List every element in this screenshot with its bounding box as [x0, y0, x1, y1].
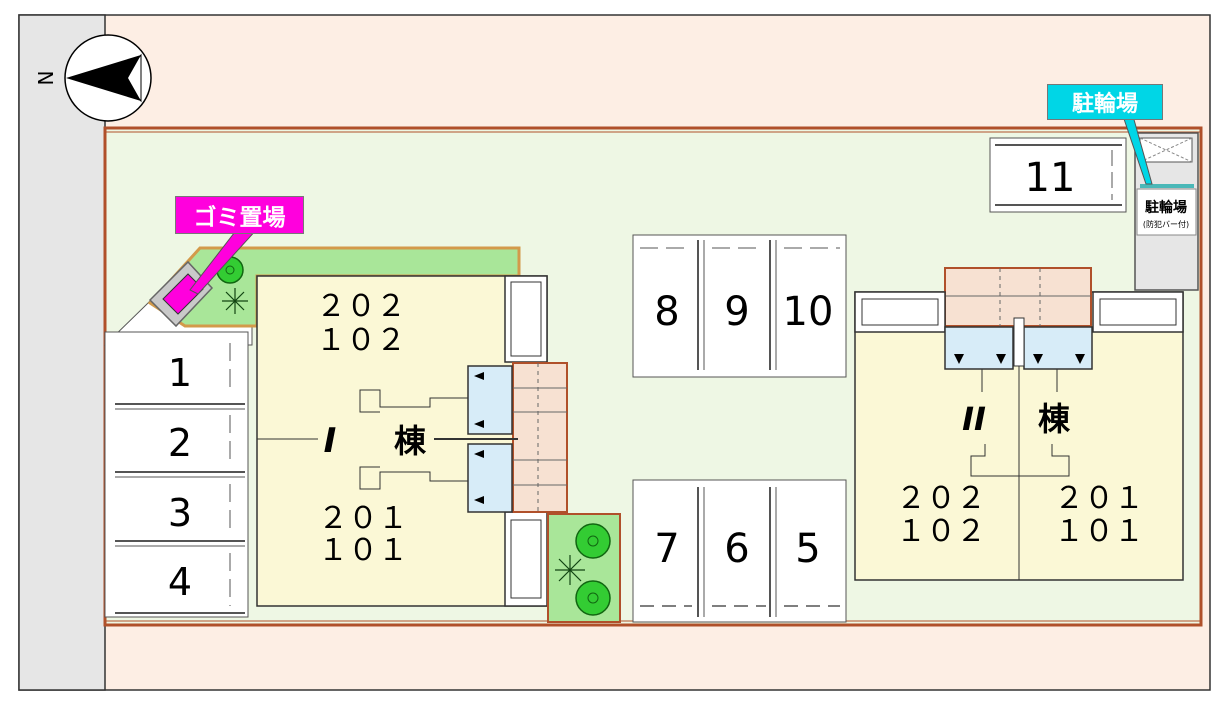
building-2-balcony-east: [1092, 291, 1184, 333]
building-2-entrance-west: [944, 326, 1014, 370]
building-1-unit-102: １０２: [316, 323, 406, 358]
building-2-unit-202: ２０２: [896, 481, 986, 516]
building-1-entrance-south: [467, 443, 513, 513]
shrub-icon: [555, 555, 585, 585]
parking-top-right: [989, 137, 1127, 213]
building-2-unit-101: １０１: [1054, 514, 1144, 549]
building-2-balcony-west: [854, 291, 946, 333]
building-1-numeral: I: [324, 421, 337, 461]
bicycle-shed-title: 駐輪場: [1145, 199, 1187, 216]
building-1-unit-101: １０１: [318, 533, 408, 568]
building-2-unit-102: １０２: [896, 514, 986, 549]
parking-7-label: 7: [654, 526, 679, 572]
parking-11-label: 11: [1025, 155, 1076, 201]
north-letter: N: [34, 71, 58, 86]
parking-8-label: 8: [654, 289, 679, 335]
parking-6-label: 6: [724, 526, 749, 572]
parking-3-label: 3: [168, 491, 192, 535]
parking-left: [104, 331, 249, 618]
parking-10-label: 10: [783, 289, 834, 335]
tree-icon: [575, 523, 611, 616]
parking-1-label: 1: [168, 351, 192, 395]
building-2-entrance-east: [1023, 326, 1093, 370]
building-2-unit-201: ２０１: [1054, 481, 1144, 516]
parking-9-label: 9: [724, 289, 749, 335]
bicycle-parking-tag: 駐輪場: [1047, 84, 1163, 120]
north-arrow-icon: [64, 34, 152, 122]
parking-bottom-center: [632, 479, 847, 623]
parking-top-center: [632, 234, 847, 378]
parking-4-label: 4: [168, 560, 192, 604]
building-1-unit-201: ２０１: [318, 501, 408, 536]
building-2-kanji: 棟: [1038, 400, 1071, 438]
building-2-numeral: II: [962, 400, 986, 438]
parking-5-label: 5: [795, 526, 820, 572]
building-1-entrance-north: [467, 365, 513, 435]
building-1-stairs: [512, 362, 568, 513]
building-2-stairs: [944, 267, 1092, 327]
parking-2-label: 2: [168, 421, 192, 465]
building-1-unit-202: ２０２: [316, 289, 406, 324]
building-1-kanji: 棟: [394, 422, 427, 460]
bicycle-shed-subtitle: (防犯バー付): [1143, 219, 1189, 229]
road: [18, 14, 106, 691]
garbage-area-tag: ゴミ置場: [175, 196, 304, 234]
shrub-icon: [222, 288, 248, 314]
